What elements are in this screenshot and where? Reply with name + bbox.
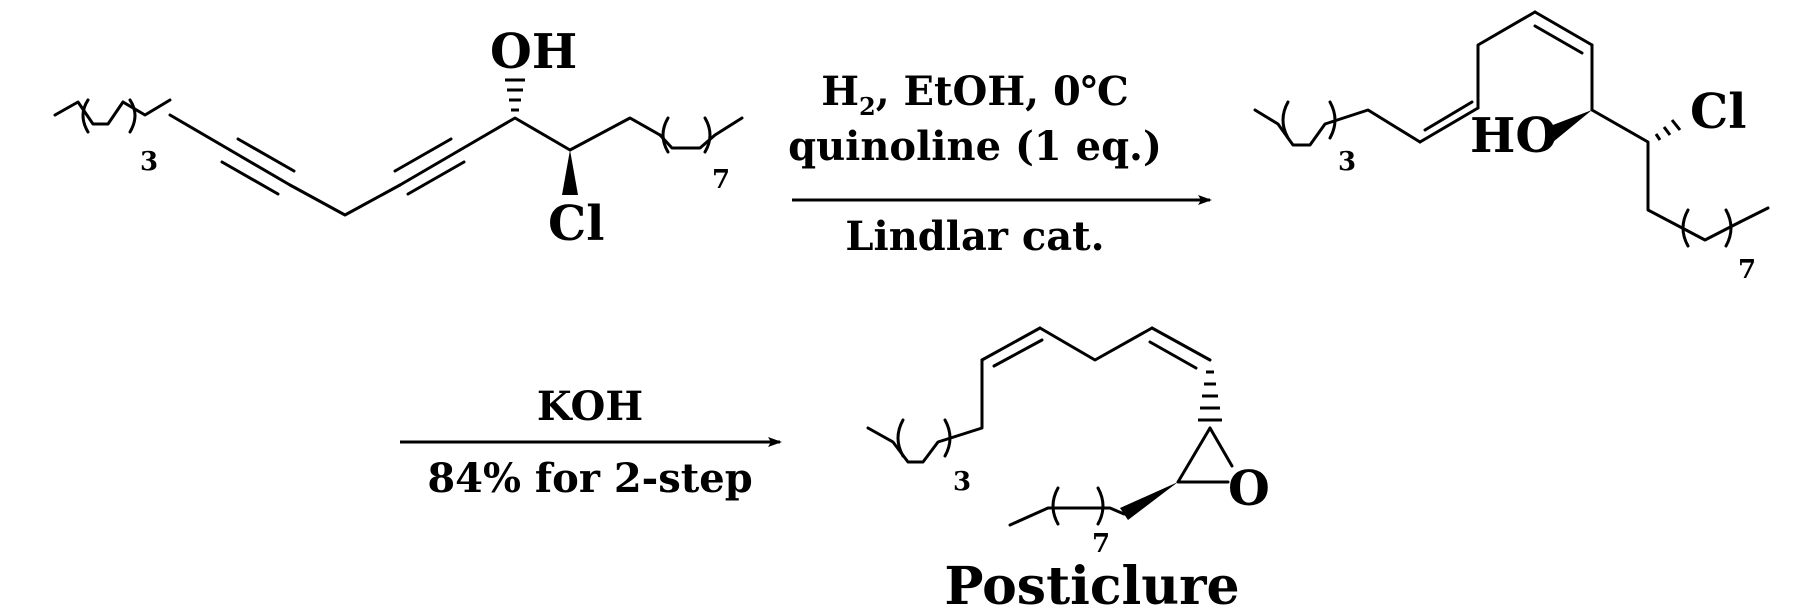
int-alkene-2-a (1533, 10, 1594, 47)
product: 3 O 7 Posticlure (866, 326, 1270, 614)
prod-alkene-1-a (980, 326, 1042, 362)
int-ho-label: HO (1470, 108, 1557, 164)
int-hashed-wedge-cl (1654, 119, 1682, 141)
sm-alkyne-1-a (228, 148, 292, 187)
step1-reagents-line1: H2, EtOH, 0℃ (821, 68, 1129, 121)
prod-alkene-2-a (1150, 326, 1212, 362)
int-chain-b-count: 7 (1738, 255, 1756, 285)
step1-catalyst: Lindlar cat. (845, 213, 1104, 260)
step1-conditions: H2, EtOH, 0℃ quinoline (1 eq.) Lindlar c… (788, 68, 1212, 260)
int-alkene-2-b (1533, 24, 1584, 55)
prod-chain-b-count: 7 (1092, 529, 1110, 559)
prod-chain-a-count: 3 (953, 467, 971, 497)
int-solid-wedge-ho (1545, 110, 1592, 142)
int-alkene-1-b (1423, 100, 1474, 132)
intermediate: 3 HO Cl 7 (1253, 10, 1770, 285)
step2-yield: 84% for 2-step (427, 455, 752, 502)
starting-material: 3 OH Cl 7 (53, 24, 744, 252)
prod-chain-a-bond (866, 358, 984, 464)
int-chain-a-bracket-left (1281, 100, 1290, 140)
prod-backbone-1 (1038, 326, 1154, 362)
int-chain-b-bracket-right (1724, 208, 1733, 248)
sm-hashed-wedge-oh (505, 78, 525, 112)
int-backbone-1 (1476, 10, 1537, 110)
int-chain-b-bracket-left (1681, 208, 1690, 248)
prod-chain-b-bond (1008, 506, 1126, 527)
sm-backbone-2 (288, 183, 402, 217)
prod-chain-a-bracket-right (943, 418, 952, 458)
int-chain-a-count: 3 (1338, 147, 1356, 177)
sm-alkyne-2-b (393, 137, 453, 173)
prod-epoxide-ring (1176, 426, 1230, 484)
prod-alkene-1-b (992, 338, 1044, 368)
sm-backbone-3 (458, 116, 662, 152)
sm-chain-b-count: 7 (712, 165, 730, 195)
sm-alkyne-1-b (220, 160, 280, 196)
sm-chain-a-count: 3 (140, 147, 158, 177)
int-backbone-2 (1590, 43, 1742, 242)
step1-reagents-line2: quinoline (1 eq.) (788, 123, 1162, 170)
prod-chain-a-bracket-left (896, 418, 905, 458)
sm-alkyne-2-a (398, 148, 462, 187)
product-name: Posticlure (944, 556, 1239, 614)
sm-solid-wedge-cl (562, 150, 578, 195)
sm-chain-a-bracket-right (128, 98, 137, 134)
int-alkene-1-a (1418, 106, 1480, 144)
int-chain-a-bond (1253, 108, 1422, 147)
prod-chain-b-bracket-left (1051, 486, 1060, 526)
step2-conditions: KOH 84% for 2-step (400, 383, 782, 502)
sm-chain-b-bracket-right (703, 116, 712, 154)
sm-chain-b-bracket-left (661, 116, 670, 154)
sm-cl-label: Cl (548, 196, 604, 252)
sm-alkyne-1-c (236, 137, 296, 173)
prod-epoxide-co (1208, 426, 1234, 468)
int-chain-a-bracket-right (1328, 100, 1337, 140)
step2-reagent: KOH (537, 383, 643, 430)
int-cl-label: Cl (1690, 84, 1746, 140)
prod-alkene-2-b (1148, 340, 1198, 370)
int-chain-b-bond (1738, 206, 1770, 224)
sm-oh-label: OH (490, 24, 577, 80)
sm-chain-a-bond (53, 98, 172, 126)
prod-o-label: O (1228, 461, 1270, 517)
sm-chain-b-bond (658, 116, 744, 150)
prod-hashed-wedge (1198, 370, 1222, 422)
prod-solid-wedge (1120, 482, 1178, 520)
sm-chain-a-bracket-left (81, 98, 90, 134)
prod-chain-b-bracket-right (1096, 486, 1105, 526)
sm-alkyne-2-c (406, 160, 466, 196)
sm-backbone-1 (168, 113, 232, 152)
